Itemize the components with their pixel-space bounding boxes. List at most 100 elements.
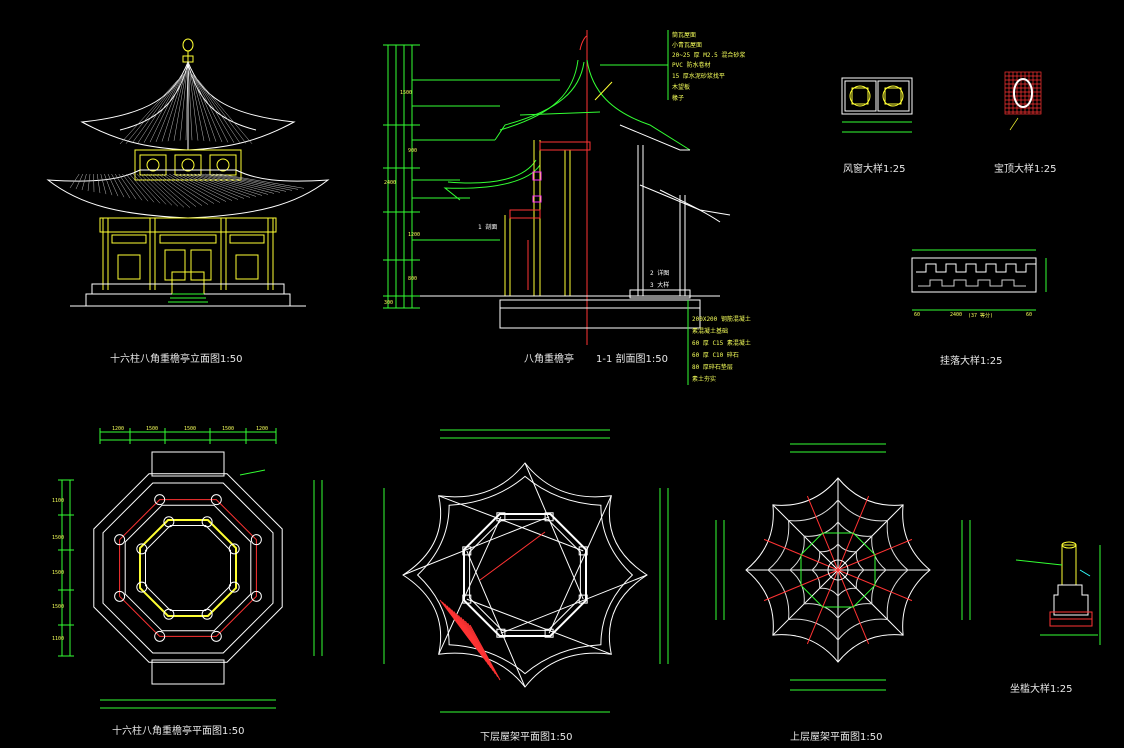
lower-roof (46, 169, 330, 219)
roof-tile-line (165, 173, 215, 204)
roof-tile-line (137, 77, 181, 144)
dim-label: 1200 (112, 426, 125, 432)
roof-tile-line (151, 173, 191, 208)
roof-tile-line (143, 76, 182, 143)
roof-tile-line (158, 173, 203, 206)
upper-roof-web-ring (745, 477, 931, 663)
column-circle (154, 630, 166, 642)
roof-tile-line (191, 73, 211, 142)
caption-section-right: 1-1 剖面图1:50 (596, 354, 668, 365)
caption-plan-upper-roof: 上层屋架平面图1:50 (790, 732, 883, 743)
column-circle (163, 516, 175, 528)
floor-outer-octagon (93, 473, 283, 663)
rafter-hatch (460, 617, 492, 668)
section-magenta-detail (532, 171, 542, 203)
section-right-structure (619, 124, 731, 299)
dim-label: 800 (408, 276, 418, 282)
floor-step-top (151, 451, 225, 477)
upper-roof-spoke (772, 569, 839, 636)
railing-detail (911, 249, 1047, 311)
section-columns (504, 140, 571, 296)
roof-tile-line (179, 173, 239, 200)
column-circle (228, 581, 240, 593)
roof-tile-line (169, 173, 221, 203)
dim-label: 1500 (184, 426, 197, 432)
roof-tile-line (195, 77, 241, 144)
section-note: 60 厚 C10 碎石 (692, 352, 739, 359)
upper-frieze (134, 149, 242, 181)
roof-tile-line (219, 173, 305, 189)
section-note: PVC 防水卷材 (672, 62, 711, 69)
upper-roof-red-beam (806, 495, 870, 645)
lower-roof-post (496, 512, 506, 522)
base-detail (1015, 541, 1101, 645)
column-circle (114, 590, 126, 602)
section-note: 60 厚 C15 素混凝土 (692, 340, 751, 347)
section-marker: 2 详图 (650, 270, 670, 277)
roof-tile-line (143, 173, 179, 207)
roof-tile-line (154, 173, 197, 207)
dim-label: 1500 (222, 426, 235, 432)
roof-tile-line (161, 173, 209, 205)
upper-roof-green-ring (800, 532, 876, 608)
roof-tile-line (69, 173, 80, 189)
upper-roof-web-ring (811, 543, 865, 597)
roof-tile-line (118, 173, 137, 200)
dim-label: 1500 (400, 90, 413, 96)
floor-bench-ring (139, 519, 237, 617)
caption-lattice: 宝顶大样1:25 (994, 164, 1057, 175)
section-ground (420, 295, 720, 329)
roof-tile-line (191, 74, 217, 142)
upper-roof-spoke (772, 504, 839, 571)
upper-roof-tiles (119, 70, 253, 145)
roof-tile-line (87, 173, 91, 192)
dim-label: 1500 (52, 570, 65, 576)
lattice-detail (1004, 71, 1042, 131)
column-circle (201, 516, 213, 528)
upper-roof-web-ring (789, 521, 887, 619)
rafter-hatch (462, 618, 494, 672)
lower-roof-ring-beam (463, 513, 587, 637)
section-note: 200X200 钢筋混凝土 (692, 316, 751, 323)
lower-roof-hip-rafter (402, 516, 550, 576)
section-marker: 3 大样 (650, 282, 670, 289)
roof-tile-line (187, 173, 251, 198)
caption-elevation: 十六柱八角重檐亭立面图1:50 (110, 354, 243, 365)
section-beams (509, 141, 591, 290)
roof-tile-line (122, 173, 143, 201)
window-detail (841, 77, 913, 133)
lower-roof-hip-rafter (548, 495, 612, 634)
dim-label: (37 等分) (968, 313, 994, 319)
roof-tile-line (81, 173, 87, 191)
rafter-hatch (458, 615, 489, 665)
roof-tile-line (155, 74, 184, 142)
roof-tile-line (208, 173, 287, 192)
red-leader (479, 531, 546, 581)
roof-tile-line (167, 72, 186, 142)
roof-tile-line (189, 71, 199, 141)
floor-beam-ring (119, 499, 257, 637)
lower-roof-post (544, 628, 554, 638)
dim-label: 2400 (384, 180, 397, 186)
dim-label: 1200 (256, 426, 269, 432)
floor-inner-ring (145, 525, 231, 611)
section-note: 筒瓦屋面 (672, 32, 697, 39)
roof-tile-line (114, 173, 131, 199)
dim-label: 1100 (52, 636, 65, 642)
caption-base: 坐槛大样1:25 (1010, 684, 1073, 695)
section-lower-roof (443, 159, 541, 201)
column-circle (250, 590, 262, 602)
floor-beam-ring-inner (124, 504, 252, 632)
caption-section-left: 八角重檐亭 (524, 354, 574, 365)
section-1-1 (383, 30, 731, 385)
roof-tile-line (194, 173, 263, 196)
section-note: 素混凝土基础 (692, 328, 729, 335)
dim-label: 1500 (146, 426, 159, 432)
roof-tile-line (111, 173, 125, 198)
roof-tile-line (149, 75, 183, 143)
roof-tile-line (75, 173, 84, 190)
elevation-columns (99, 217, 277, 295)
roof-tile-line (193, 75, 229, 143)
lower-roof-hip-rafter (524, 462, 584, 600)
rafter-hatch (464, 620, 496, 675)
